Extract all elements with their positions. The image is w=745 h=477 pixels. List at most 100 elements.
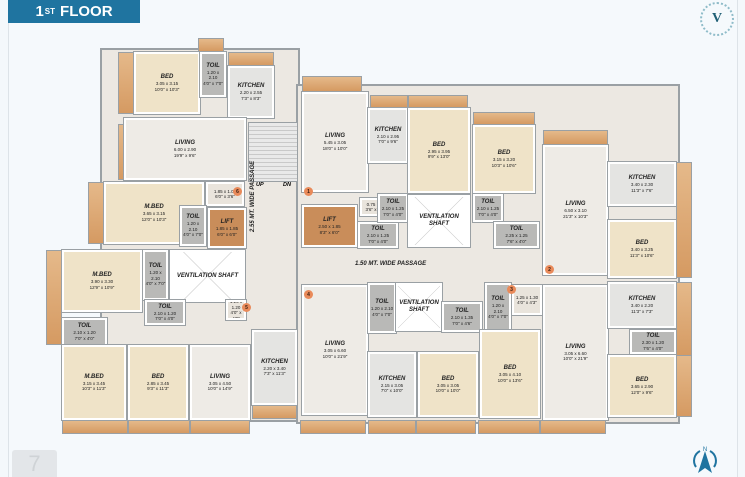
balcony bbox=[676, 282, 692, 357]
room-dimensions-imperial: 21'3" x 10'3" bbox=[563, 213, 588, 219]
room-name: TOIL bbox=[148, 263, 163, 270]
room-dimensions-imperial: 7'0" x 10'0" bbox=[380, 388, 404, 393]
room-dimensions-imperial: 11'3" x 7'6" bbox=[631, 187, 653, 193]
room-dimensions-metric: 2.50 x 1.85 bbox=[318, 224, 341, 229]
room-name: KITCHEN bbox=[261, 358, 288, 365]
room-dimensions-imperial: 6'0" x 6'0" bbox=[217, 231, 237, 237]
room-dimensions-metric: 2.10 x 2.95 bbox=[376, 133, 400, 139]
room-dimensions-imperial: 8'3" x 6'0" bbox=[319, 229, 340, 235]
room-dimensions-imperial: 7'6" x 4'0" bbox=[643, 345, 663, 351]
room-name: BED bbox=[503, 365, 517, 371]
room-name: TOIL bbox=[371, 226, 385, 232]
balcony bbox=[416, 420, 476, 434]
room-dimensions-metric: 3.05 x 3.05 bbox=[436, 382, 460, 388]
room-ventilation-shaft: VENTILATION SHAFT bbox=[395, 282, 443, 332]
balcony bbox=[190, 420, 250, 434]
room-dimensions-metric: 3.05 x 4.10 bbox=[498, 372, 522, 377]
room-dimensions-metric: 3.05 x 6.60 bbox=[323, 348, 347, 353]
north-compass-icon: N bbox=[693, 447, 717, 473]
room-dimensions-imperial: 10'0" x 21'9" bbox=[563, 356, 588, 361]
page-number: 7 bbox=[12, 450, 57, 477]
room-dimensions-metric: 3.90 x 3.30 bbox=[90, 279, 114, 284]
room-name: TOIL bbox=[186, 214, 200, 221]
balcony bbox=[676, 355, 692, 417]
room-dimensions-metric: 2.10 x 1.20 bbox=[153, 310, 177, 316]
room-dimensions-metric: 3.40 x 2.20 bbox=[630, 303, 654, 308]
room-name: KITCHEN bbox=[378, 375, 406, 382]
room-dimensions-metric: 1.20 x 2.10 bbox=[370, 306, 394, 311]
balcony bbox=[118, 52, 134, 114]
room-dimensions-metric: 2.10 x 1.25 bbox=[366, 233, 390, 238]
room-dimensions-metric: 3.65 x 2.90 bbox=[630, 384, 654, 389]
floor-word: FLOOR bbox=[60, 3, 113, 20]
room-dimensions-metric: 2.10 x 1.25 bbox=[381, 206, 405, 211]
stair-down-label: DN bbox=[283, 182, 291, 188]
room-name: LIFT bbox=[220, 219, 234, 225]
balcony bbox=[302, 76, 362, 92]
room-dimensions-metric: 1.05 x 0.75 bbox=[364, 198, 378, 207]
room-name: TOIL bbox=[375, 299, 389, 305]
room-dimensions-metric: 3.40 x 3.25 bbox=[630, 247, 654, 252]
vertical-passage-label: 2.55 MT. WIDE PASSAGE bbox=[250, 160, 256, 232]
room-dimensions-metric: 2.10 x 1.35 bbox=[450, 315, 474, 320]
room-dimensions-metric: 3.65 x 3.15 bbox=[142, 211, 166, 216]
room-dimensions-imperial: 4'0" x 4'0" bbox=[230, 310, 242, 320]
room-dimensions-imperial: 10'0" x 10'0" bbox=[435, 388, 461, 393]
balcony bbox=[128, 420, 190, 434]
room-dimensions-imperial: 12'9" x 10'9" bbox=[89, 284, 115, 290]
room-dimensions-imperial: 4'0" x 4'3" bbox=[517, 300, 537, 305]
room-dimensions-metric: 1.25 x 1.20 bbox=[229, 300, 243, 310]
room-name: TOIL bbox=[77, 323, 92, 329]
room-dimensions-imperial: 10'3" x 11'3" bbox=[81, 386, 107, 391]
room-dimensions-metric: 6.00 x 2.90 bbox=[173, 147, 197, 152]
room-name: TOIL bbox=[455, 308, 469, 314]
room-dimensions-metric: 2.95 x 3.95 bbox=[427, 148, 451, 154]
room-dimensions-imperial: 10'3" x 10'6" bbox=[491, 162, 517, 168]
room-dimensions-imperial: 18'0" x 10'0" bbox=[322, 145, 348, 151]
room-dimensions-metric: 3.05 x 4.50 bbox=[208, 380, 232, 386]
room-dimensions-imperial: 11'3" x 10'6" bbox=[629, 252, 655, 258]
room-dimensions-metric: 2.10 x 1.20 bbox=[73, 330, 96, 335]
room-name: BED bbox=[160, 74, 174, 80]
room-dimensions-metric: 2.25 x 1.25 bbox=[505, 233, 528, 238]
room-name: M.BED bbox=[84, 373, 104, 380]
room-name: BED bbox=[432, 141, 446, 148]
room-dimensions-metric: 2.15 x 3.05 bbox=[380, 382, 404, 388]
room-dimensions-metric: 1.20 x 2.10 bbox=[491, 303, 505, 314]
balcony bbox=[540, 420, 606, 434]
balcony bbox=[473, 112, 535, 125]
room-name: KITCHEN bbox=[237, 83, 265, 89]
room-dimensions-metric: 1.20 x 2.10 bbox=[149, 270, 162, 281]
room-name: LIVING bbox=[174, 140, 195, 146]
room-name: VENTILATION SHAFT bbox=[419, 214, 459, 227]
room-dimensions-imperial: 7'0" x 4'0" bbox=[478, 211, 498, 217]
room-dimensions-imperial: 7'0" x 4'6" bbox=[452, 320, 472, 326]
room-name: VENTILATION SHAFT bbox=[399, 300, 439, 313]
room-dimensions-imperial: 12'0" x 10'3" bbox=[141, 216, 167, 222]
room-dimensions-metric: 1.20 x 2.10 bbox=[206, 69, 220, 81]
room-dimensions-imperial: 4'0" x 7'0" bbox=[203, 80, 223, 86]
room-dimensions-imperial: 3'6" x 2'6" bbox=[365, 207, 377, 216]
